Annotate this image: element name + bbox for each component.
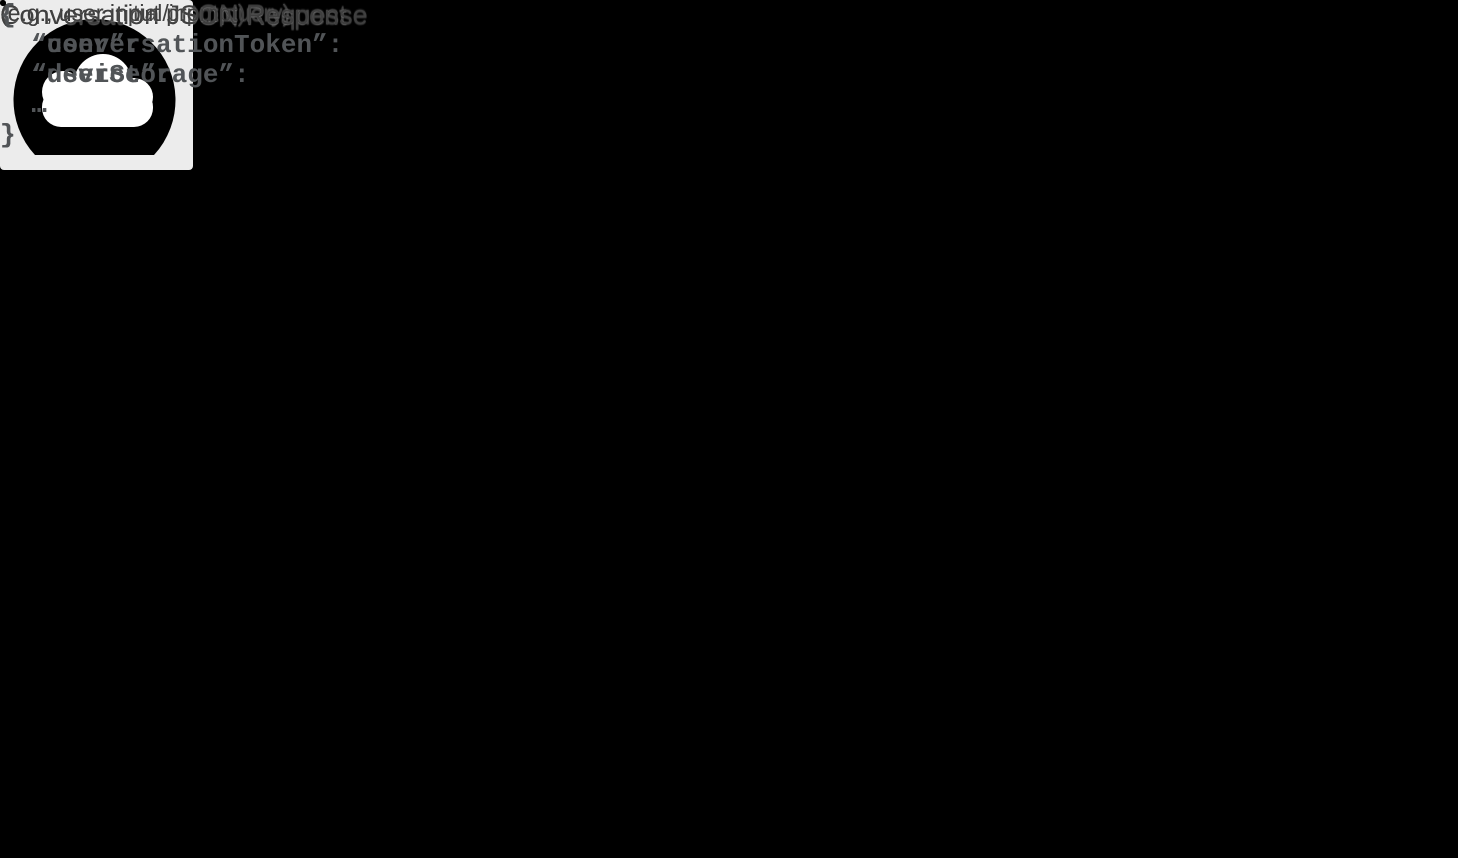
response-json-code: { “conversationToken”: “userStorage”: … … bbox=[0, 0, 344, 150]
google-cloud-logo-icon bbox=[0, 0, 193, 170]
response-subtitle: (e.g., user input prompt) bbox=[0, 0, 246, 26]
response-title: Conversation JSON Response bbox=[0, 0, 368, 30]
request-json-code: { “user”: “device”: … } bbox=[0, 0, 172, 150]
response-json-box bbox=[0, 0, 6, 6]
request-subtitle: (e.g., user initial/input query) bbox=[0, 0, 291, 26]
request-title: Conversation JSON Request bbox=[0, 0, 347, 30]
cloud-icon bbox=[13, 19, 176, 155]
